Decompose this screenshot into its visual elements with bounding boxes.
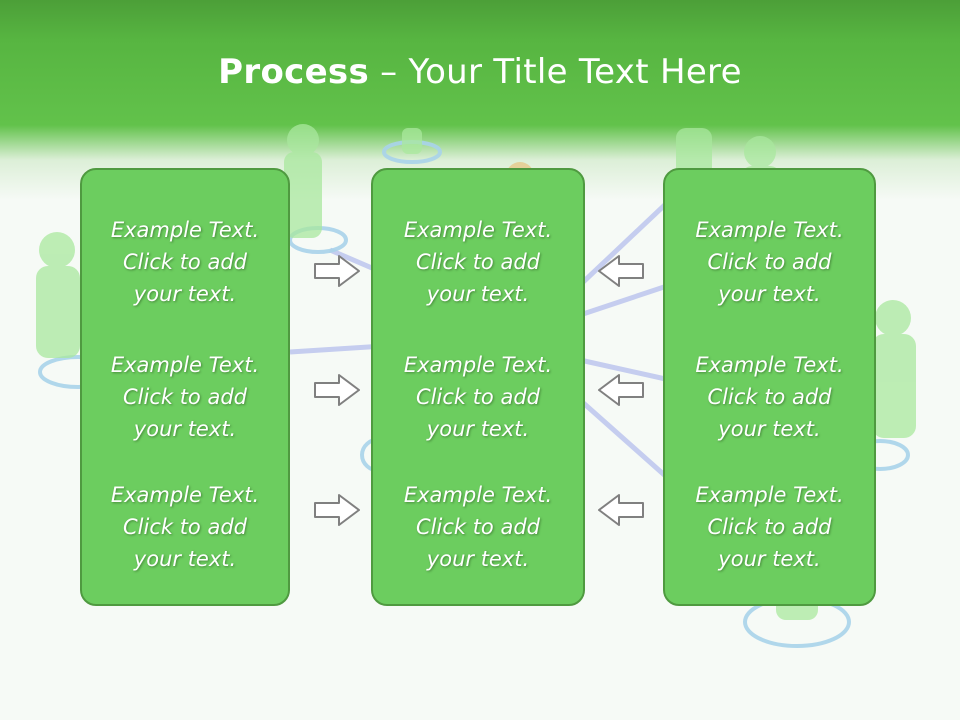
right-text-3[interactable]: Example Text. Click to add your text. [695,483,844,571]
right-text-panel[interactable]: Example Text. Click to add your text. Ex… [663,168,876,606]
center-text-2[interactable]: Example Text. Click to add your text. [403,353,553,441]
title-banner [0,0,960,200]
center-text-panel[interactable]: Example Text. Click to add your text. Ex… [371,168,585,606]
right-text-1[interactable]: Example Text. Click to add your text. [695,218,844,306]
left-text-1[interactable]: Example Text. Click to add your text. [110,218,260,306]
left-text-3[interactable]: Example Text. Click to add your text. [110,483,260,571]
left-text-panel[interactable]: Example Text. Click to add your text. Ex… [80,168,290,606]
center-text-1[interactable]: Example Text. Click to add your text. [403,218,553,306]
slide-title[interactable]: Process – Your Title Text Here [0,52,960,92]
arrow-right-icon [314,494,360,526]
title-rest: – Your Title Text Here [369,52,742,92]
arrow-left-icon [598,255,644,287]
arrow-right-icon [314,374,360,406]
title-bold: Process [218,52,370,92]
arrow-left-icon [598,374,644,406]
center-text-3[interactable]: Example Text. Click to add your text. [403,483,553,571]
arrow-right-icon [314,255,360,287]
right-text-2[interactable]: Example Text. Click to add your text. [695,353,844,441]
left-text-2[interactable]: Example Text. Click to add your text. [110,353,260,441]
arrow-left-icon [598,494,644,526]
